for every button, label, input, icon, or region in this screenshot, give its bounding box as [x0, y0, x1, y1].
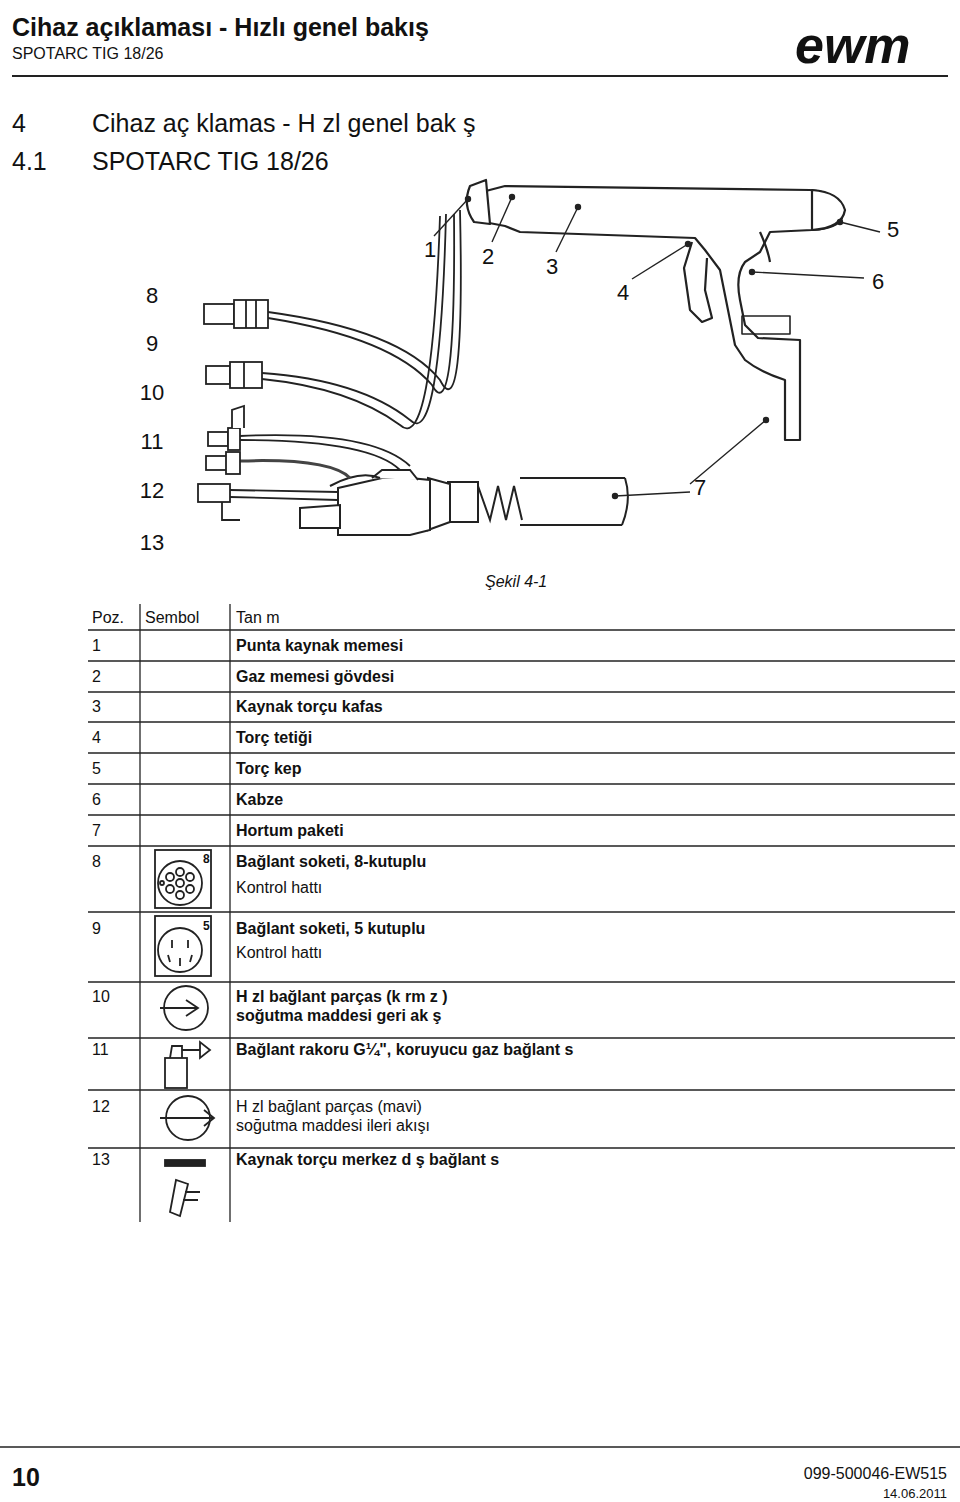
page-subheader: SPOTARC TIG 18/26	[12, 44, 163, 63]
callout-number: 8	[146, 283, 158, 309]
document-number: 099-500046-EW515	[804, 1464, 947, 1483]
row-number: 11	[92, 1040, 109, 1059]
table-header: Poz.	[92, 608, 124, 627]
page-rules	[0, 76, 960, 1447]
row-description: Kaynak torçu merkez d ş bağlant s	[236, 1150, 499, 1169]
callout-number: 6	[872, 269, 884, 295]
row-description: Hortum paketi	[236, 821, 344, 840]
leader-lines	[434, 195, 880, 499]
pin-count: 8	[203, 852, 210, 866]
row-description: Kontrol hattı	[236, 878, 322, 897]
row-number: 7	[92, 821, 101, 840]
row-number: 9	[92, 919, 101, 938]
row-number: 10	[92, 987, 110, 1006]
row-description: Punta kaynak memesi	[236, 636, 403, 655]
row-description: H zl bağlant parças (k rm z ) soğutma ma…	[236, 987, 486, 1025]
table-symbols	[155, 850, 214, 1216]
callout-number: 12	[140, 478, 164, 504]
row-description: Kaynak torçu kafas	[236, 697, 383, 716]
document-date: 14.06.2011	[883, 1486, 947, 1502]
callout-number: 1	[424, 237, 436, 263]
callout-number: 5	[887, 217, 899, 243]
row-description: Torç kep	[236, 759, 302, 778]
brand-logo: ewm	[795, 14, 911, 76]
callout-number: 9	[146, 331, 158, 357]
row-number: 4	[92, 728, 101, 747]
page-header: Cihaz açıklaması - Hızlı genel bakış	[12, 12, 429, 42]
section-number: 4.1	[12, 146, 47, 176]
row-number: 12	[92, 1097, 110, 1116]
row-description: Bağlant soketi, 5 kutuplu	[236, 919, 425, 938]
callout-number: 4	[617, 280, 629, 306]
row-description: Bağlant rakoru G¼", koruyucu gaz bağlant…	[236, 1040, 573, 1059]
row-description: H zl bağlant parças (mavi) soğutma madde…	[236, 1097, 486, 1135]
row-description: Gaz memesi gövdesi	[236, 667, 394, 686]
table-header: Tan m	[236, 608, 280, 627]
chapter-number: 4	[12, 108, 26, 138]
callout-number: 10	[140, 380, 164, 406]
section-title: SPOTARC TIG 18/26	[92, 146, 329, 176]
row-description: Torç tetiği	[236, 728, 312, 747]
page-number: 10	[12, 1462, 40, 1492]
row-description: Kabze	[236, 790, 283, 809]
cables	[230, 210, 461, 500]
legend-table	[88, 604, 955, 1222]
torch-drawing	[467, 180, 845, 440]
table-header: Sembol	[145, 608, 199, 627]
callout-number: 7	[694, 475, 706, 501]
row-number: 2	[92, 667, 101, 686]
hose-package	[300, 470, 628, 535]
pin-count: 5	[203, 919, 210, 933]
callout-number: 2	[482, 244, 494, 270]
row-number: 1	[92, 636, 101, 655]
row-number: 3	[92, 697, 101, 716]
callout-number: 13	[140, 530, 164, 556]
row-description: Kontrol hattı	[236, 943, 322, 962]
section-heading: Cihaz aç klamas - H zl genel bak ş	[92, 108, 475, 138]
row-number: 6	[92, 790, 101, 809]
callout-number: 3	[546, 254, 558, 280]
row-number: 13	[92, 1150, 110, 1169]
row-number: 8	[92, 852, 101, 871]
row-number: 5	[92, 759, 101, 778]
figure-caption: Şekil 4-1	[485, 572, 547, 591]
connectors	[198, 300, 268, 520]
callout-number: 11	[141, 429, 164, 455]
row-description: Bağlant soketi, 8-kutuplu	[236, 852, 426, 871]
